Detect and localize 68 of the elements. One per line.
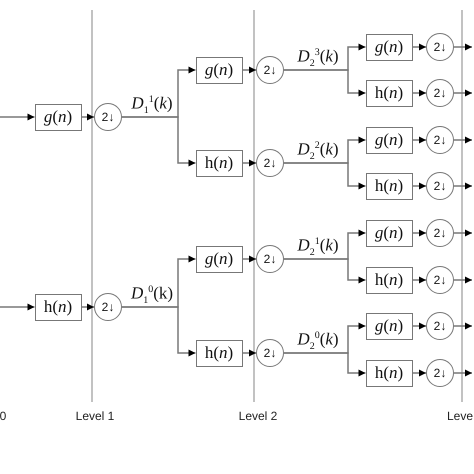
arrow [454,322,472,330]
edge-label: D$_{2}$$^{2}$(k) [297,140,339,162]
downsampler-circle: 2↓ [426,312,454,340]
downsampler-circle: 2↓ [426,79,454,107]
filter-box: h(n) [366,360,412,386]
arrow [122,116,196,166]
downsampler-circle: 2↓ [426,33,454,61]
arrow [242,256,256,262]
arrow [284,352,366,376]
filter-box: g(n) [366,312,412,340]
arrow [412,44,426,50]
filter-box: h(n) [196,150,242,176]
arrow [122,306,196,356]
filter-box: h(n) [366,266,412,294]
filter-box: g(n) [196,246,242,272]
arrow [242,160,256,166]
edge-label: D$_{2}$$^{1}$(k) [297,236,339,258]
arrow [454,182,472,190]
arrow [454,90,472,96]
level-label: Level 2 [238,409,278,423]
arrow [242,350,256,356]
level-label: 0 [0,409,6,423]
arrow [0,114,34,120]
arrow [412,182,426,190]
arrow [412,136,426,144]
arrow [412,370,426,376]
downsampler-circle: 2↓ [256,245,284,273]
arrow [412,322,426,330]
arrow [82,304,94,310]
filter-box: g(n) [34,104,82,130]
filter-box: h(n) [366,172,412,200]
arrow [412,276,426,284]
downsampler-circle: 2↓ [426,266,454,294]
downsampler-circle: 2↓ [426,359,454,387]
filter-box: h(n) [34,294,82,320]
arrow [412,230,426,236]
edge-label: D$_{2}$$^{0}$(k) [297,330,339,352]
downsampler-circle: 2↓ [426,219,454,247]
downsampler-circle: 2↓ [94,103,122,131]
arrow [454,276,472,284]
arrow [454,44,472,50]
filter-box: g(n) [366,34,412,60]
downsampler-circle: 2↓ [426,172,454,200]
arrow [82,114,94,120]
arrow [454,136,472,144]
filter-box: g(n) [366,126,412,154]
level-label: Level 1 [76,409,114,423]
filter-box: h(n) [366,80,412,106]
edge-label: D$_{1}$$^{0}$(k) [130,284,174,306]
edge-label: D$_{2}$$^{3}$(k) [297,48,339,69]
level-label: Leve [446,409,474,423]
downsampler-circle: 2↓ [94,293,122,321]
filter-box: g(n) [196,56,242,84]
filter-box: g(n) [366,220,412,246]
arrow [412,90,426,96]
arrow [284,258,366,284]
arrow [454,230,472,236]
arrow [242,66,256,74]
filter-box: h(n) [196,340,242,366]
arrow [284,162,366,190]
arrow [454,370,472,376]
downsampler-circle: 2↓ [426,126,454,154]
downsampler-circle: 2↓ [256,56,284,84]
arrow [284,69,366,96]
arrow [0,304,34,310]
downsampler-circle: 2↓ [256,149,284,177]
downsampler-circle: 2↓ [256,339,284,367]
edge-label: D$_{1}$$^{1}$(k) [131,94,173,116]
